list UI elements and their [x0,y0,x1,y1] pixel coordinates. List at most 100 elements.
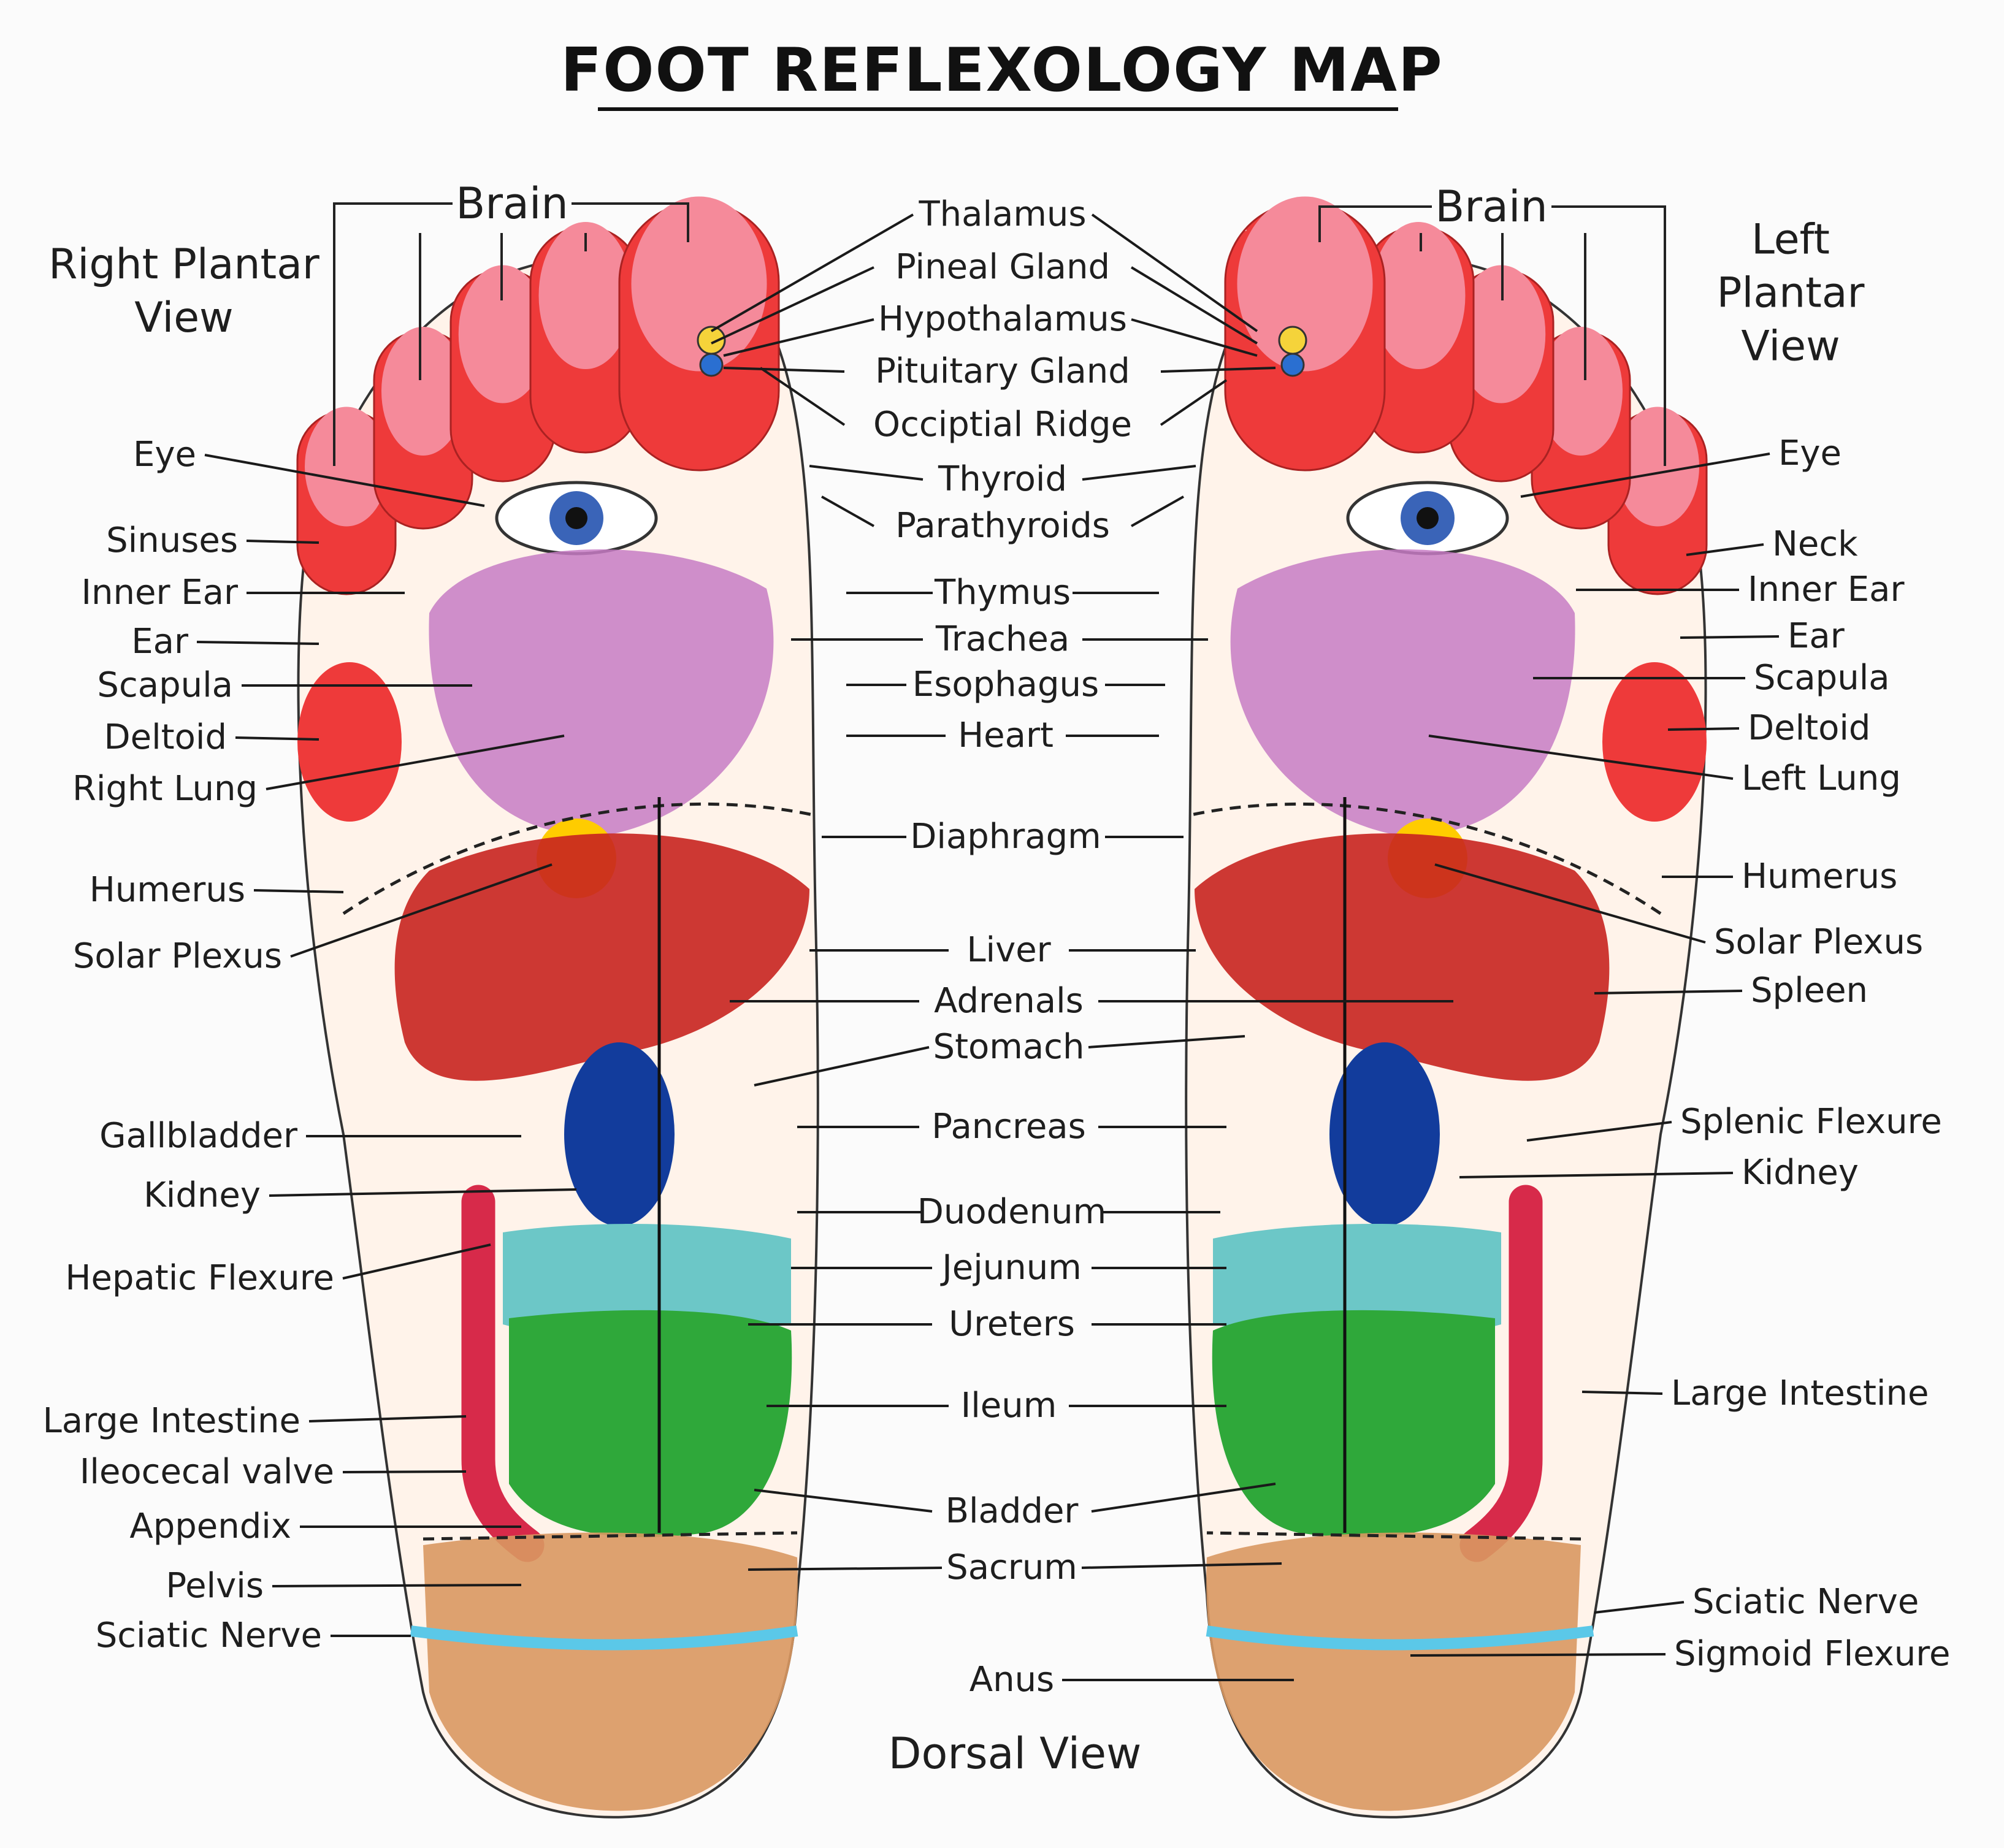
label-right-sigmoid-flexure: Sigmoid Flexure [1674,1634,1951,1674]
leader-bladder-c2 [1091,1483,1276,1513]
sciatic-band [410,1625,798,1651]
leader-spleen-right [1594,990,1743,995]
label-right-neck: Neck [1772,524,1858,564]
leader-humerus-left [253,889,344,893]
leader-kidney-right [1459,1172,1734,1178]
eye-pupil [565,507,587,529]
left-plantar-view-label: Left Plantar View [1684,213,1897,373]
title-underline [598,107,1398,111]
leader-kidney-left [269,1188,577,1197]
toe-tip-1 [305,407,388,527]
pituitary-dot [1278,326,1307,355]
label-center-parathyroids: Parathyroids [895,506,1110,546]
label-center-esophagus: Esophagus [912,665,1100,704]
label-center-hypothalamus: Hypothalamus [878,299,1127,339]
label-center-pineal-gland: Pineal Gland [895,247,1111,287]
kidney-shape [564,1042,675,1226]
label-right-ear: Ear [1788,616,1845,656]
leader-parathyroids-c1 [821,495,874,527]
liver-shape [1195,833,1610,1081]
jejunum-shape [503,1224,791,1338]
toe-tip-3 [458,265,548,403]
leader-thyroid-c1 [809,465,924,481]
label-center-jejunum: Jejunum [942,1248,1082,1288]
diaphragm-line [342,802,816,915]
heel-shape [1206,1532,1581,1811]
toe-tip-2 [1539,327,1623,456]
label-right-humerus: Humerus [1742,857,1898,896]
label-center-trachea: Trachea [935,619,1070,659]
leader-eye-right [1520,452,1770,498]
label-right-eye: Eye [1778,433,1841,473]
sciatic-band [1206,1625,1594,1651]
leader-occiptial-ridge-c2 [1160,379,1228,426]
leader-ear-right [1680,635,1780,639]
leader-sigmoid-flexure-right [1410,1653,1666,1657]
leader-splenic-flexure-right [1526,1121,1672,1142]
page-title: FOOT REFLEXOLOGY MAP [560,36,1444,105]
diaphragm-line [1188,802,1662,915]
label-center-ileum: Ileum [960,1386,1057,1426]
leader-hepatic-flexure-left [342,1243,491,1280]
jejunum-shape [1213,1224,1501,1338]
leader-solar-plexus-left [290,863,553,958]
leader-deltoid-left [235,736,319,741]
toe-tip-1 [1616,407,1699,527]
label-center-thyroid: Thyroid [938,459,1067,499]
label-left-scapula: Scapula [97,665,233,705]
label-center-adrenals: Adrenals [934,981,1084,1021]
leader-eye-left [204,454,485,507]
leader-solar-plexus-right [1434,863,1706,944]
leader-pituitary-gland-c2 [1160,367,1276,373]
label-center-stomach: Stomach [933,1027,1085,1067]
left-foot [1185,196,1708,1819]
pineal-dot [1280,353,1305,377]
leader-pituitary-gland-c1 [723,367,845,373]
toe-tip-5 [1237,196,1373,372]
pineal-dot [699,353,724,377]
leader-right-lung-left [266,735,565,790]
left-plantar-view-text: Left Plantar View [1716,215,1865,371]
label-center-thymus: Thymus [934,573,1071,613]
label-left-ileocecal-valve: Ileocecal valve [79,1452,334,1492]
label-right-splenic-flexure: Splenic Flexure [1680,1102,1942,1142]
leader-parathyroids-c2 [1131,495,1184,527]
leader-stomach-c2 [1088,1035,1245,1048]
toe-tip-3 [1456,265,1546,403]
label-left-deltoid: Deltoid [104,717,227,757]
label-right-solar-plexus: Solar Plexus [1714,922,1924,962]
deltoid-shape [297,662,402,822]
toe-tip-4 [538,222,633,369]
small-intestine-shape [1212,1310,1495,1538]
leader-pineal-gland-c1 [711,266,874,345]
leader-large-intestine-right [1581,1391,1663,1395]
leader-sinuses-left [246,540,319,544]
label-left-gallbladder: Gallbladder [99,1116,297,1156]
label-left-sinuses: Sinuses [106,521,238,560]
toe-tip-2 [381,327,465,456]
label-right-kidney: Kidney [1742,1153,1859,1193]
right-plantar-view-label: Right Plantar View [48,238,319,345]
pelvic-line [423,1531,798,1541]
leader-stomach-c1 [754,1046,930,1086]
dorsal-view-label: Dorsal View [888,1728,1142,1779]
leader-thalamus-c2 [1091,213,1258,332]
label-center-anus: Anus [969,1660,1055,1700]
leader-hypothalamus-c2 [1131,318,1258,357]
label-left-kidney: Kidney [143,1175,261,1215]
deltoid-shape [1602,662,1707,822]
leader-bladder-c1 [754,1489,933,1513]
label-center-sacrum: Sacrum [946,1548,1077,1587]
leader-neck-right [1686,543,1764,556]
right-foot [296,196,819,1819]
brain-label-right-foot: Brain [456,178,568,229]
leader-sciatic-nerve-right [1594,1601,1685,1614]
label-center-pituitary-gland: Pituitary Gland [875,351,1130,391]
label-right-sciatic-nerve: Sciatic Nerve [1692,1582,1919,1622]
label-left-eye: Eye [133,435,196,475]
leader-pelvis-left [272,1584,522,1587]
brain-label-left-foot: Brain [1435,181,1548,232]
lung-shape [429,549,774,836]
label-right-deltoid: Deltoid [1748,708,1871,748]
